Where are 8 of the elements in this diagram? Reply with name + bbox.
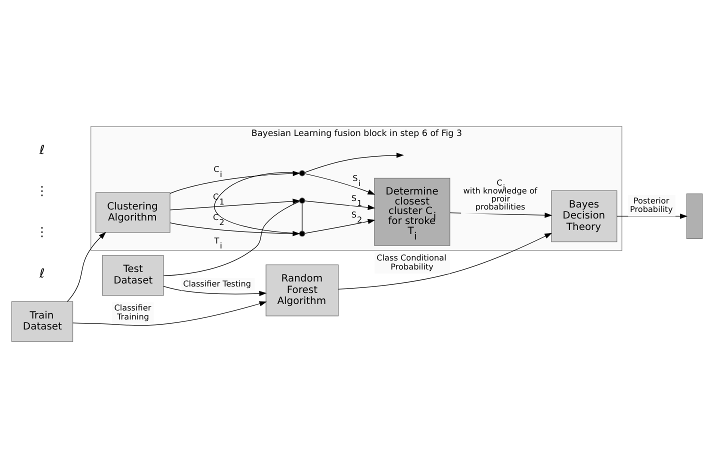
edge-label: Posterior Probability [630,194,673,214]
label: ⋮ [36,224,48,239]
edge-label: Class Conditional Probability [376,252,446,271]
label: ℓ [39,264,45,280]
label: ⋮ [36,182,48,198]
edge-label: Classifier Training [114,302,152,321]
label: ℓ [39,141,45,156]
edge-label: Classifier Testing [183,278,252,288]
